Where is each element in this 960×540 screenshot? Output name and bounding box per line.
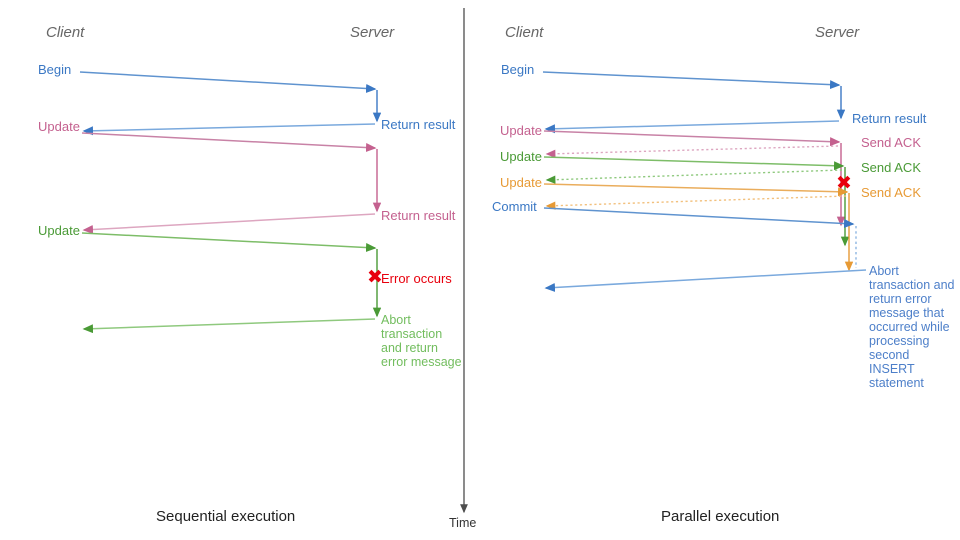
arrow-par-return <box>544 120 840 134</box>
arrow-par-begin <box>542 71 841 90</box>
arrow-seq-update-1 <box>81 132 377 153</box>
panel-sequential-arrows <box>79 71 382 334</box>
arrow-par-ack-2 <box>545 169 843 184</box>
sequential-server-header: Server <box>350 24 395 41</box>
label-par-update-1: Update <box>500 123 542 138</box>
parallel-client-header: Client <box>505 24 544 41</box>
label-par-ack-2: Send ACK <box>861 160 921 175</box>
arrow-par-abort <box>544 269 867 292</box>
label-par-return: Return result <box>852 111 927 126</box>
x-mark-icon-sequential: ✖ <box>367 267 383 288</box>
label-par-begin: Begin <box>501 62 535 77</box>
arrow-par-ack-1 <box>545 145 839 158</box>
arrow-par-commit <box>543 207 855 229</box>
arrow-seq-return-1 <box>82 123 376 136</box>
time-axis-label: Time <box>449 516 477 530</box>
arrow-par-ack-3 <box>545 195 847 210</box>
parallel-server-header: Server <box>815 24 860 41</box>
label-par-update-3: Update <box>500 175 542 190</box>
label-par-update-2: Update <box>500 149 542 164</box>
arrow-seq-return-2 <box>82 213 376 234</box>
arrow-par-update-1 <box>543 130 841 147</box>
x-mark-icon-parallel: ✖ <box>836 173 852 194</box>
label-seq-abort: Abort transaction and return error messa… <box>381 313 462 369</box>
arrow-seq-begin <box>79 71 377 93</box>
caption-sequential: Sequential execution <box>156 508 296 525</box>
arrow-seq-update-2 <box>81 232 377 253</box>
sequential-client-header: Client <box>46 24 85 41</box>
label-par-commit: Commit <box>492 199 537 214</box>
label-seq-error: Error occurs <box>381 271 452 286</box>
label-par-ack-3: Send ACK <box>861 185 921 200</box>
arrow-par-update-3 <box>543 183 849 197</box>
label-par-ack-1: Send ACK <box>861 135 921 150</box>
arrow-par-update-2 <box>543 156 845 171</box>
arrow-seq-abort <box>82 318 376 334</box>
label-seq-return-2: Return result <box>381 208 456 223</box>
label-par-abort: Abort transaction and return error messa… <box>869 264 955 390</box>
label-seq-update-2: Update <box>38 223 80 238</box>
label-seq-return-1: Return result <box>381 117 456 132</box>
label-seq-update-1: Update <box>38 119 80 134</box>
label-seq-begin: Begin <box>38 62 72 77</box>
caption-parallel: Parallel execution <box>661 508 780 525</box>
panel-parallel-arrows <box>542 71 867 292</box>
